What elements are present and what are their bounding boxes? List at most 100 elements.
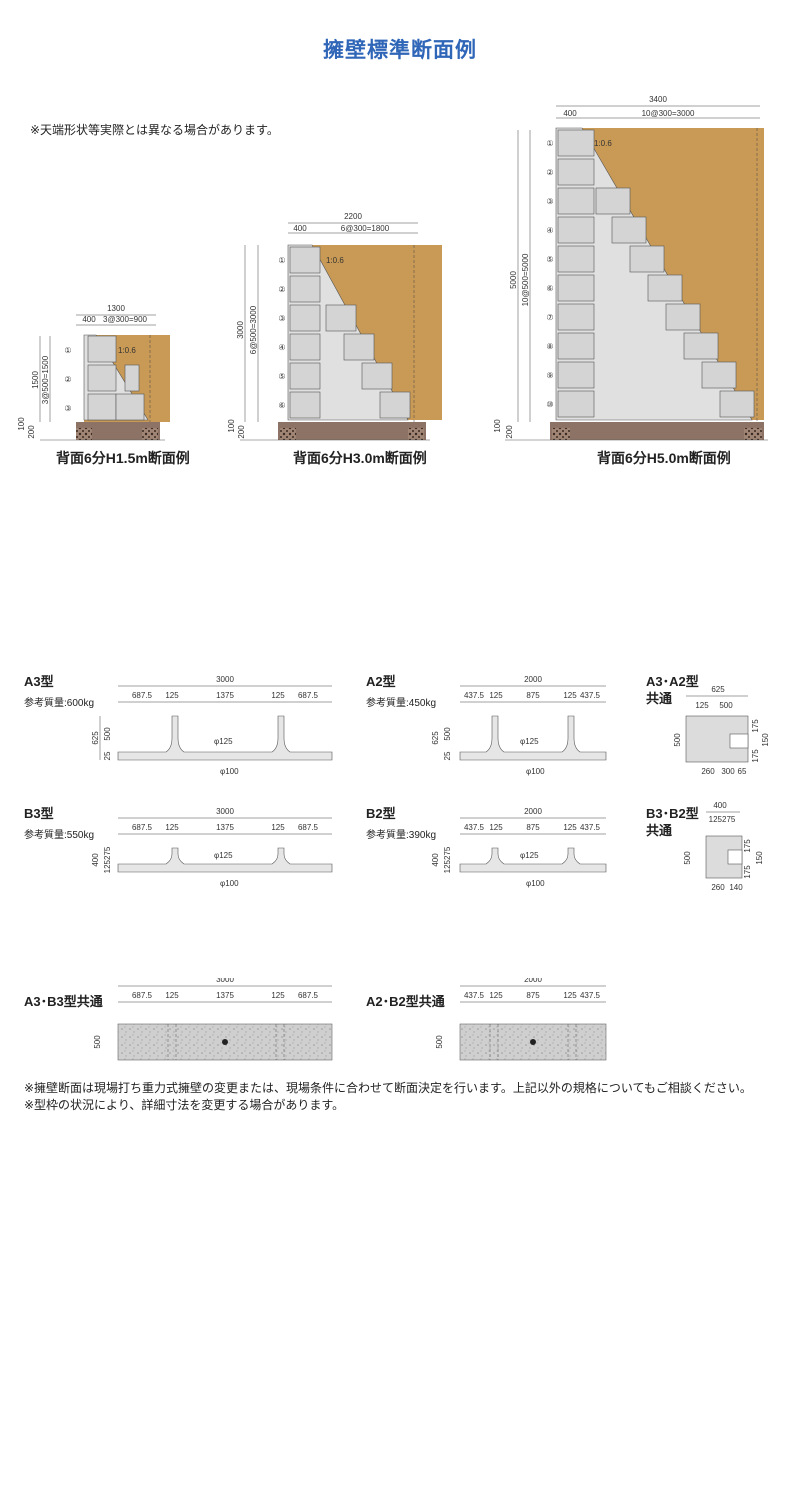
- svg-text:125: 125: [165, 823, 179, 832]
- section-h15: 1300 400 3@300=900 1500 3@500=1500 100 2…: [17, 304, 170, 441]
- svg-text:175: 175: [751, 719, 760, 733]
- dim-height-inner-h30: 6@500=3000: [249, 305, 258, 354]
- svg-text:100: 100: [227, 419, 236, 433]
- b3-plan: 3000 687.5 125 1375 125 687.5 400 125275…: [91, 807, 333, 888]
- svg-text:125: 125: [563, 823, 577, 832]
- svg-text:125: 125: [695, 701, 709, 710]
- svg-text:125: 125: [165, 691, 179, 700]
- svg-text:2000: 2000: [524, 978, 542, 984]
- svg-text:⑩: ⑩: [546, 400, 553, 409]
- svg-text:125275: 125275: [709, 815, 736, 824]
- svg-text:④: ④: [546, 226, 553, 235]
- caption-h15: 背面6分H1.5m断面例: [56, 450, 190, 466]
- b3-mass: 参考質量:550kg: [24, 830, 95, 841]
- footer-note-1: ※擁壁断面は現場打ち重力式擁壁の変更または、現場条件に合わせて断面決定を行います…: [24, 1081, 752, 1095]
- svg-text:687.5: 687.5: [298, 991, 319, 1000]
- svg-text:437.5: 437.5: [464, 991, 485, 1000]
- svg-text:①: ①: [278, 256, 285, 265]
- svg-text:1375: 1375: [216, 691, 234, 700]
- svg-text:1375: 1375: [216, 823, 234, 832]
- svg-text:②: ②: [64, 375, 71, 384]
- svg-text:500: 500: [93, 1035, 102, 1049]
- svg-text:φ100: φ100: [220, 879, 239, 888]
- svg-text:65: 65: [738, 767, 747, 776]
- svg-text:687.5: 687.5: [132, 823, 153, 832]
- svg-text:φ100: φ100: [526, 767, 545, 776]
- svg-text:400: 400: [431, 853, 440, 867]
- svg-text:260: 260: [701, 767, 715, 776]
- svg-text:3000: 3000: [216, 978, 234, 984]
- svg-text:φ100: φ100: [526, 879, 545, 888]
- svg-text:⑤: ⑤: [546, 255, 553, 264]
- svg-text:⑥: ⑥: [546, 284, 553, 293]
- a3-title: A3型: [24, 674, 54, 689]
- a2-title: A2型: [366, 674, 396, 689]
- svg-text:437.5: 437.5: [464, 823, 485, 832]
- svg-text:③: ③: [278, 314, 285, 323]
- dim-width-h30: 2200: [344, 212, 362, 221]
- svg-text:437.5: 437.5: [580, 991, 601, 1000]
- svg-text:φ125: φ125: [214, 737, 233, 746]
- svg-text:200: 200: [27, 425, 36, 439]
- svg-text:875: 875: [526, 691, 540, 700]
- svg-text:260: 260: [711, 883, 725, 892]
- b2-title: B2型: [366, 806, 396, 821]
- svg-text:⑦: ⑦: [546, 313, 553, 322]
- dim-left-h50: 400: [563, 109, 577, 118]
- svg-text:100: 100: [17, 417, 26, 431]
- svg-text:⑧: ⑧: [546, 342, 553, 351]
- a3-plan: 3000 687.5 125 1375 125 687.5 625 500 25…: [91, 675, 333, 776]
- b2-plan: 2000 437.5 125 875 125 437.5 400 125275 …: [431, 807, 607, 888]
- svg-text:①: ①: [546, 139, 553, 148]
- svg-text:2000: 2000: [524, 675, 542, 684]
- svg-text:300: 300: [721, 767, 735, 776]
- svg-text:1:0.6: 1:0.6: [326, 256, 344, 265]
- section-diagrams: 1300 400 3@300=900 1500 3@500=1500 100 2…: [17, 95, 768, 441]
- svg-text:200: 200: [505, 425, 514, 439]
- dim-height-h15: 1500: [31, 371, 40, 389]
- svg-text:875: 875: [526, 991, 540, 1000]
- svg-text:3000: 3000: [216, 675, 234, 684]
- svg-text:687.5: 687.5: [132, 991, 153, 1000]
- svg-text:140: 140: [729, 883, 743, 892]
- svg-text:625: 625: [91, 731, 100, 745]
- caption-h30: 背面6分H3.0m断面例: [293, 450, 427, 466]
- dim-height-h30: 3000: [236, 321, 245, 339]
- b3-title: B3型: [24, 806, 54, 821]
- front-a2b2-title: A2･B2型共通: [366, 994, 445, 1009]
- svg-text:1375: 1375: [216, 991, 234, 1000]
- dim-width-h15: 1300: [107, 304, 125, 313]
- svg-text:687.5: 687.5: [132, 691, 153, 700]
- svg-text:150: 150: [761, 733, 770, 747]
- caption-h50: 背面6分H5.0m断面例: [597, 450, 731, 466]
- svg-text:687.5: 687.5: [298, 823, 319, 832]
- svg-text:437.5: 437.5: [580, 691, 601, 700]
- dim-height-h50: 5000: [509, 271, 518, 289]
- dim-height-inner-h15: 3@500=1500: [41, 355, 50, 404]
- front-a2b2: 2000 437.5 125 875 125 437.5 500: [435, 978, 607, 1061]
- svg-text:φ100: φ100: [220, 767, 239, 776]
- page-title: 擁壁標準断面例: [323, 39, 477, 62]
- svg-text:200: 200: [237, 425, 246, 439]
- svg-text:400: 400: [713, 801, 727, 810]
- dim-left-h30: 400: [293, 224, 307, 233]
- a3a2-side: 625 125 500 500 175 150 175 260 300 65: [673, 685, 770, 776]
- svg-text:500: 500: [719, 701, 733, 710]
- svg-text:①: ①: [64, 346, 71, 355]
- section-h50: 3400 400 10@300=3000 5000 10@500=5000 10…: [493, 95, 768, 441]
- svg-text:175: 175: [743, 865, 752, 879]
- svg-text:400: 400: [91, 853, 100, 867]
- b3b2-title: B3･B2型: [646, 806, 699, 821]
- svg-text:⑥: ⑥: [278, 401, 285, 410]
- dim-width-h50: 3400: [649, 95, 667, 104]
- svg-text:125: 125: [271, 823, 285, 832]
- svg-text:437.5: 437.5: [580, 823, 601, 832]
- svg-text:150: 150: [755, 851, 764, 865]
- svg-text:500: 500: [683, 851, 692, 865]
- svg-text:125: 125: [165, 991, 179, 1000]
- svg-text:625: 625: [431, 731, 440, 745]
- svg-text:2000: 2000: [524, 807, 542, 816]
- a2-mass: 参考質量:450kg: [366, 698, 437, 709]
- svg-text:125: 125: [489, 823, 503, 832]
- svg-text:25: 25: [443, 751, 452, 760]
